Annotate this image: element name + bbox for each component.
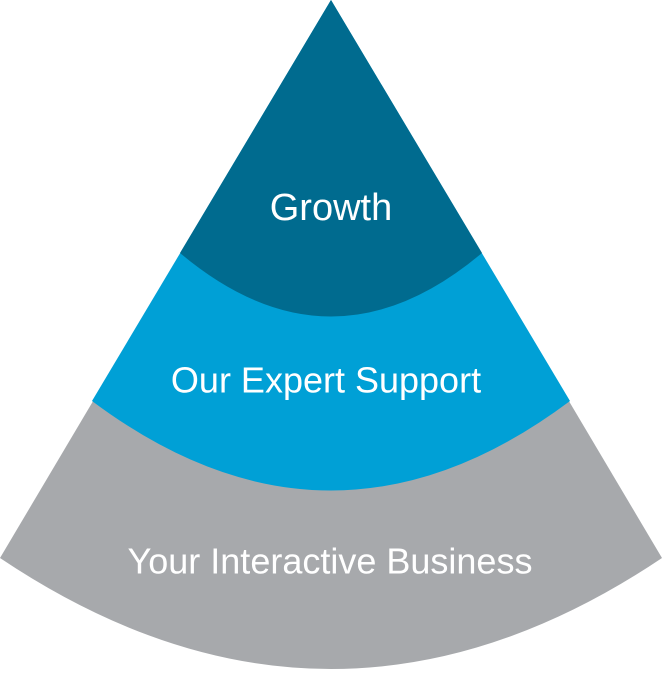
layer-label-interactive-business: Your Interactive Business bbox=[128, 541, 533, 582]
layer-top-growth bbox=[180, 0, 482, 317]
layer-label-expert-support: Our Expert Support bbox=[171, 360, 481, 401]
layer-label-growth: Growth bbox=[270, 187, 392, 229]
